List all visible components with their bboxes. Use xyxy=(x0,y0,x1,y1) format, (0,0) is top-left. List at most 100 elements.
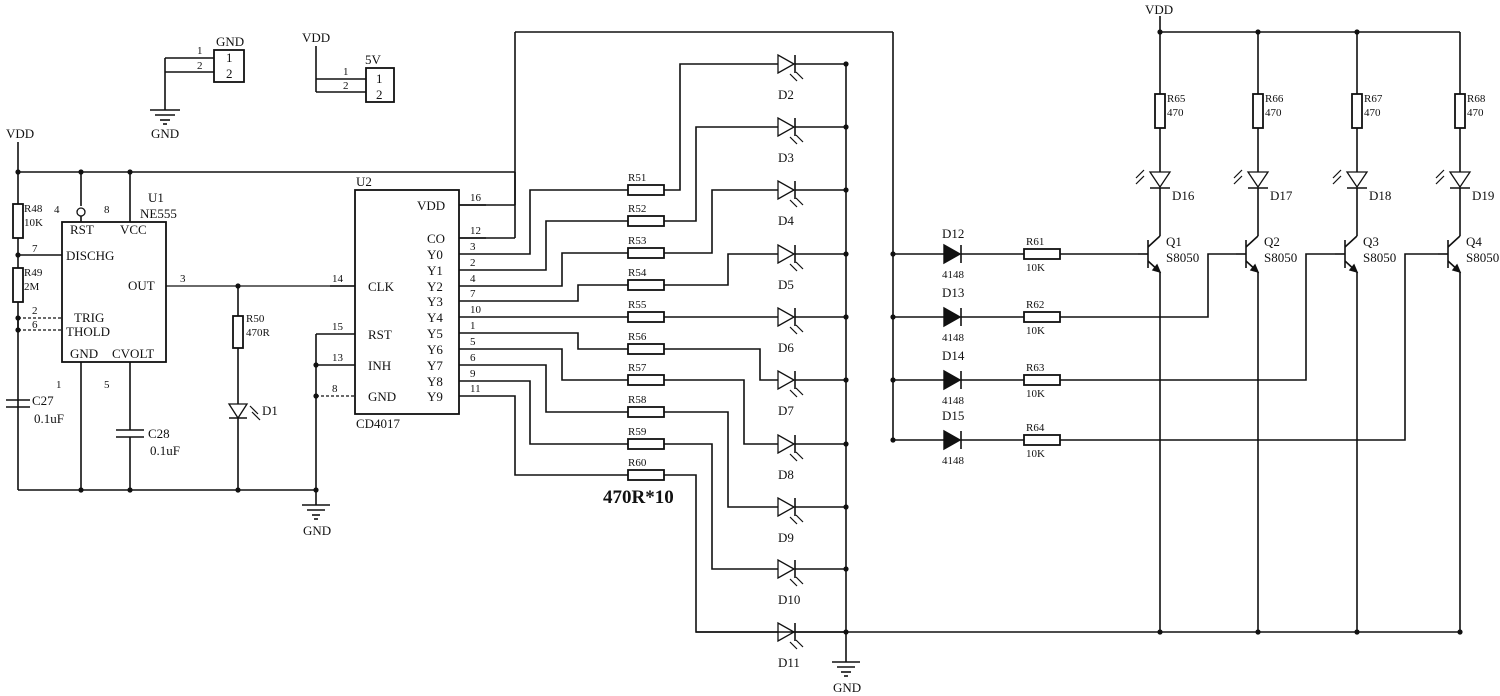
transistor-driver-section: D124148R6110KD134148R6210KD144148R6310KD… xyxy=(890,32,1499,635)
vdd-label-top: VDD xyxy=(1145,2,1173,17)
resistor-r67 xyxy=(1351,93,1363,129)
led-d19 xyxy=(1448,171,1472,189)
led-d16 xyxy=(1148,171,1172,189)
led-ref: D2 xyxy=(778,87,794,102)
connector-j2-pin-num-2: 2 xyxy=(343,80,349,92)
diode-ref: D12 xyxy=(942,226,964,241)
led-d17 xyxy=(1246,171,1270,189)
top-led-ref: D17 xyxy=(1270,188,1293,203)
transistor-ref: Q1 xyxy=(1166,234,1182,249)
led-resistor-ref: R57 xyxy=(628,362,647,374)
transistor-part: S8050 xyxy=(1363,250,1396,265)
led-d5 xyxy=(777,243,796,265)
ground-label-leds: GND xyxy=(833,680,861,695)
led-d18 xyxy=(1345,171,1369,189)
ic-u1-pin-out: OUT xyxy=(128,278,155,293)
resistor-r52 xyxy=(627,215,665,227)
base-resistor-ref: R63 xyxy=(1026,362,1045,374)
led-d6 xyxy=(777,306,796,328)
led-counter-section: R51D2R52D3R53D4R54D5R55D6R56D7R57D8R58D9… xyxy=(486,53,849,670)
ic-u2-pin-name: RST xyxy=(368,327,392,342)
collector-resistor-value: 470 xyxy=(1467,107,1484,119)
base-resistor-ref: R64 xyxy=(1026,422,1045,434)
led-resistor-ref: R59 xyxy=(628,426,647,438)
resistor-r51 xyxy=(627,184,665,196)
base-resistor-ref: R62 xyxy=(1026,299,1044,311)
transistor-part: S8050 xyxy=(1166,250,1199,265)
ic-u2-pin-name: CO xyxy=(427,231,445,246)
connector-j1-body xyxy=(213,49,245,83)
diode-d14 xyxy=(943,369,962,391)
led-d2 xyxy=(777,53,796,75)
connector-j2: VDD 5V 1 2 1 2 xyxy=(302,30,395,103)
ic-u2-body xyxy=(354,189,460,415)
connector-j2-pin1: 1 xyxy=(376,71,383,86)
resistor-r48-ref: R48 xyxy=(24,203,43,215)
transistor-part: S8050 xyxy=(1264,250,1297,265)
diode-d15 xyxy=(943,429,962,451)
ic-u1-ne555: U1 NE555 RST VCC DISCHG OUT TRIG THOLD G… xyxy=(32,190,186,391)
ic-u2-pin-num: 4 xyxy=(470,273,476,285)
resistor-r48: R48 10K xyxy=(12,203,43,239)
led-d8 xyxy=(777,433,796,455)
ic-u2-pin-right-11: Y9 11 xyxy=(427,383,486,404)
ic-u2-part: CD4017 xyxy=(356,416,401,431)
base-resistor-value: 10K xyxy=(1026,262,1045,274)
ic-u2-pin-name: INH xyxy=(368,358,391,373)
resistor-r50-value: 470R xyxy=(246,327,271,339)
ic-u1-num-rst: 4 xyxy=(54,204,60,216)
led-d1: D1 xyxy=(227,403,278,421)
diode-ref: D15 xyxy=(942,408,964,423)
ic-u1-pin-thold: THOLD xyxy=(66,324,110,339)
resistor-r66 xyxy=(1252,93,1264,129)
collector-resistor-ref: R68 xyxy=(1467,93,1486,105)
ic-u2-pin-num: 16 xyxy=(470,192,482,204)
ic-u2-pin-right-0: VDD 16 xyxy=(417,192,486,213)
ic-u2-pin-name: VDD xyxy=(417,198,445,213)
capacitor-c28: C28 0.1uF xyxy=(116,426,180,490)
ic-u1-num-trig: 2 xyxy=(32,305,38,317)
resistor-r63 xyxy=(1023,374,1061,386)
connector-j2-body xyxy=(365,67,395,103)
diode-d13 xyxy=(943,306,962,328)
ic-u2-pin-num: 2 xyxy=(470,257,476,269)
ground-symbol-j1: GND xyxy=(150,109,180,141)
ic-u1-pin-cvolt: CVOLT xyxy=(112,346,154,361)
diode-value: 4148 xyxy=(942,269,965,281)
resistor-r50-ref: R50 xyxy=(246,313,265,325)
led-d4 xyxy=(777,179,796,201)
resistor-r65 xyxy=(1154,93,1166,129)
ic-u2-pin-name: Y6 xyxy=(427,342,443,357)
transistor-part: S8050 xyxy=(1466,250,1499,265)
led-resistor-ref: R58 xyxy=(628,394,647,406)
ic-u2-pin-name: Y0 xyxy=(427,247,443,262)
collector-resistor-ref: R67 xyxy=(1364,93,1383,105)
ic-u2-pin-right-3: Y1 2 xyxy=(427,257,486,278)
ic-u2-pin-num: 7 xyxy=(470,288,476,300)
ic-u1-num-dischg: 7 xyxy=(32,243,38,255)
ic-u2-pin-name: Y9 xyxy=(427,389,443,404)
ic-u2-pin-name: GND xyxy=(368,389,396,404)
connector-j1-pin-num-2: 2 xyxy=(197,60,203,72)
ic-u2-pin-name: Y1 xyxy=(427,263,443,278)
connector-j2-pin-num-1: 1 xyxy=(343,66,349,78)
ic-u2-pin-num: 11 xyxy=(470,383,481,395)
connector-j2-pin2: 2 xyxy=(376,87,383,102)
